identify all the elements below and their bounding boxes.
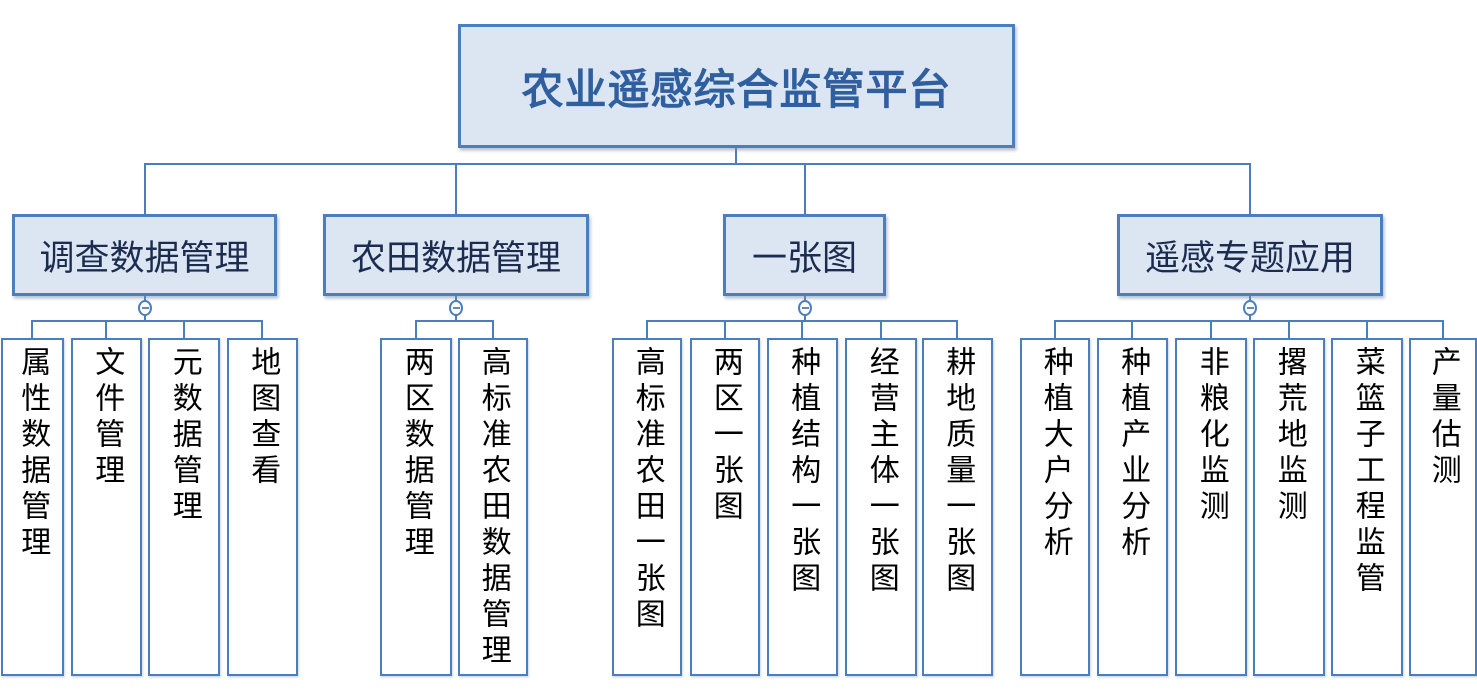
minus-dash (801, 307, 809, 309)
minus-dash (1246, 307, 1254, 309)
branch-node-label: 遥感专题应用 (1144, 238, 1355, 278)
minus-circle-icon[interactable] (138, 300, 152, 316)
branch-node-label: 农田数据管理 (350, 238, 561, 278)
root-node[interactable]: 农业遥感综合监管平台 (458, 24, 1015, 148)
leaf-node-label: 两区一张图 (708, 346, 742, 526)
branch-node-farmland-data-management[interactable]: 农田数据管理 (323, 214, 589, 296)
leaf-node[interactable]: 文件管理 (71, 338, 142, 676)
leaf-node[interactable]: 种植产业分析 (1097, 338, 1168, 676)
leaf-node[interactable]: 经营主体一张图 (845, 338, 917, 676)
leaf-node-label: 产量估测 (1426, 346, 1460, 490)
leaf-node[interactable]: 高标准农田一张图 (612, 338, 682, 676)
leaf-node-label: 属性数据管理 (16, 346, 50, 562)
minus-circle-icon[interactable] (1243, 300, 1257, 316)
leaf-node[interactable]: 两区数据管理 (380, 338, 452, 676)
leaf-node[interactable]: 种植结构一张图 (767, 338, 838, 676)
leaf-node[interactable]: 产量估测 (1409, 338, 1477, 676)
minus-dash (452, 307, 460, 309)
leaf-node-label: 菜篮子工程监管 (1350, 346, 1384, 598)
leaf-node-label: 经营主体一张图 (864, 346, 898, 598)
branch-node-one-map[interactable]: 一张图 (723, 214, 886, 296)
leaf-node-label: 高标准农田数据管理 (476, 346, 510, 670)
leaf-node[interactable]: 属性数据管理 (1, 338, 64, 676)
leaf-node-label: 两区数据管理 (399, 346, 433, 562)
branch-node-remote-sensing-applications[interactable]: 遥感专题应用 (1117, 214, 1383, 296)
leaf-node[interactable]: 两区一张图 (690, 338, 760, 676)
leaf-node-label: 元数据管理 (167, 346, 201, 526)
leaf-node[interactable]: 耕地质量一张图 (922, 338, 993, 676)
leaf-node[interactable]: 非粮化监测 (1175, 338, 1247, 676)
branch-node-label: 一张图 (751, 238, 857, 278)
root-node-label: 农业遥感综合监管平台 (521, 65, 952, 113)
leaf-node-label: 地图查看 (246, 346, 280, 490)
leaf-node[interactable]: 撂荒地监测 (1253, 338, 1325, 676)
leaf-node[interactable]: 种植大户分析 (1020, 338, 1090, 676)
leaf-node-label: 种植产业分析 (1116, 346, 1150, 562)
leaf-node-label: 种植大户分析 (1038, 346, 1072, 562)
minus-circle-icon[interactable] (798, 300, 812, 316)
leaf-node-label: 撂荒地监测 (1272, 346, 1306, 526)
leaf-node[interactable]: 高标准农田数据管理 (458, 338, 528, 676)
minus-dash (141, 307, 149, 309)
branch-node-survey-data-management[interactable]: 调查数据管理 (12, 214, 277, 296)
minus-circle-icon[interactable] (449, 300, 463, 316)
leaf-node[interactable]: 元数据管理 (148, 338, 220, 676)
leaf-node-label: 耕地质量一张图 (941, 346, 975, 598)
leaf-node[interactable]: 地图查看 (227, 338, 298, 676)
leaf-node-label: 文件管理 (90, 346, 124, 490)
leaf-node-label: 高标准农田一张图 (630, 346, 664, 634)
branch-node-label: 调查数据管理 (39, 238, 250, 278)
leaf-node[interactable]: 菜篮子工程监管 (1331, 338, 1403, 676)
leaf-node-label: 非粮化监测 (1194, 346, 1228, 526)
leaf-node-label: 种植结构一张图 (786, 346, 820, 598)
